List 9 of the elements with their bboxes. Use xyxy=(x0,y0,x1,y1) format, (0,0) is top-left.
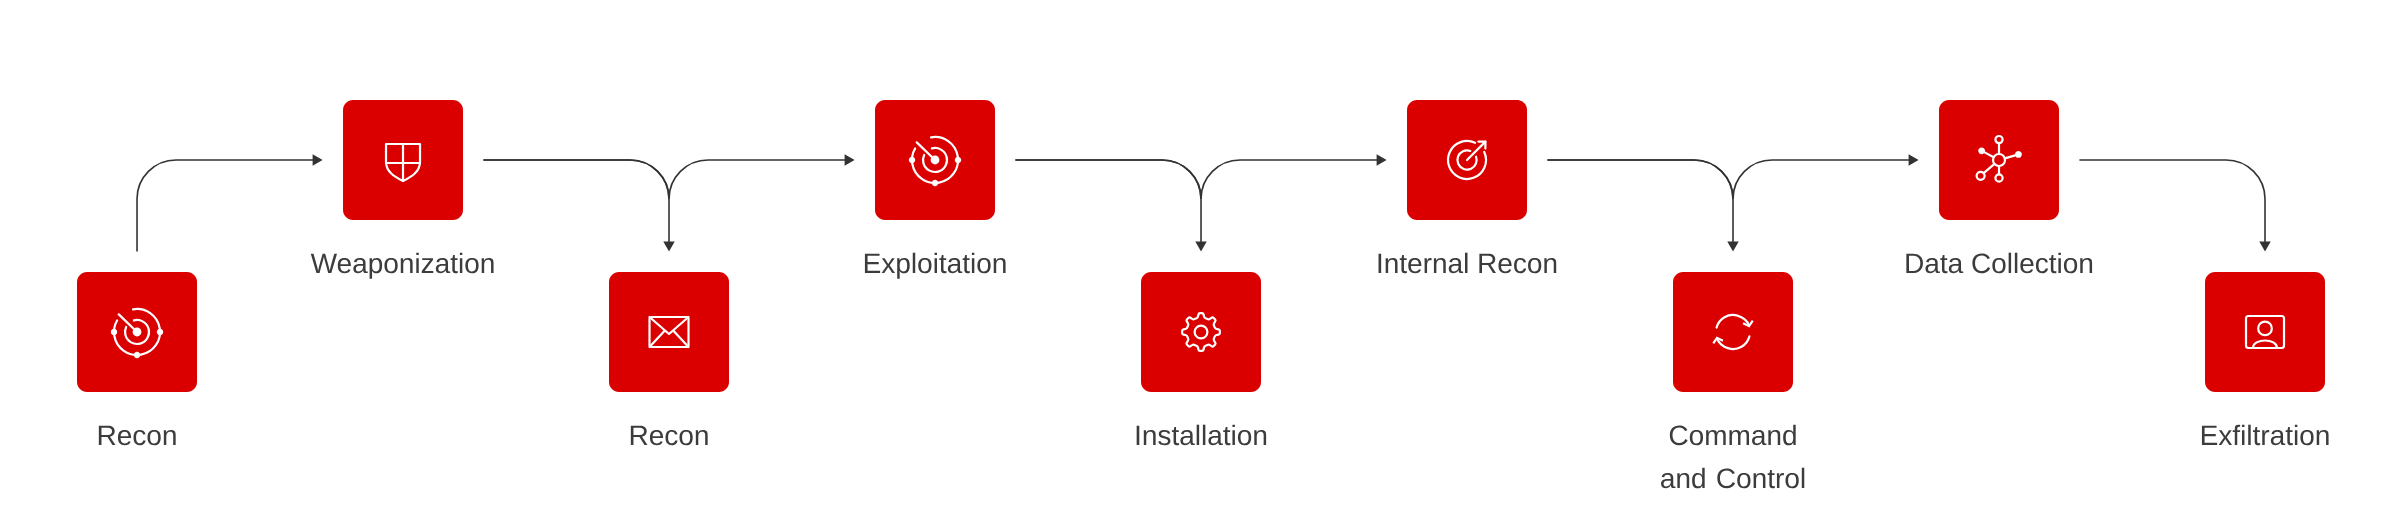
tile-label: Exploitation xyxy=(864,252,1006,279)
tile-label: Recon xyxy=(98,425,176,446)
tile-label: Command and Control xyxy=(1661,424,1805,489)
tile-label: Exfiltration xyxy=(2201,424,2329,446)
tile-label: Internal Recon xyxy=(1378,252,1557,274)
tile-label: Data Collection xyxy=(1906,252,2093,274)
tile-label: Weaponization xyxy=(310,252,494,279)
tile-label: Recon xyxy=(630,425,708,446)
tile-label: Installation xyxy=(1136,424,1267,446)
